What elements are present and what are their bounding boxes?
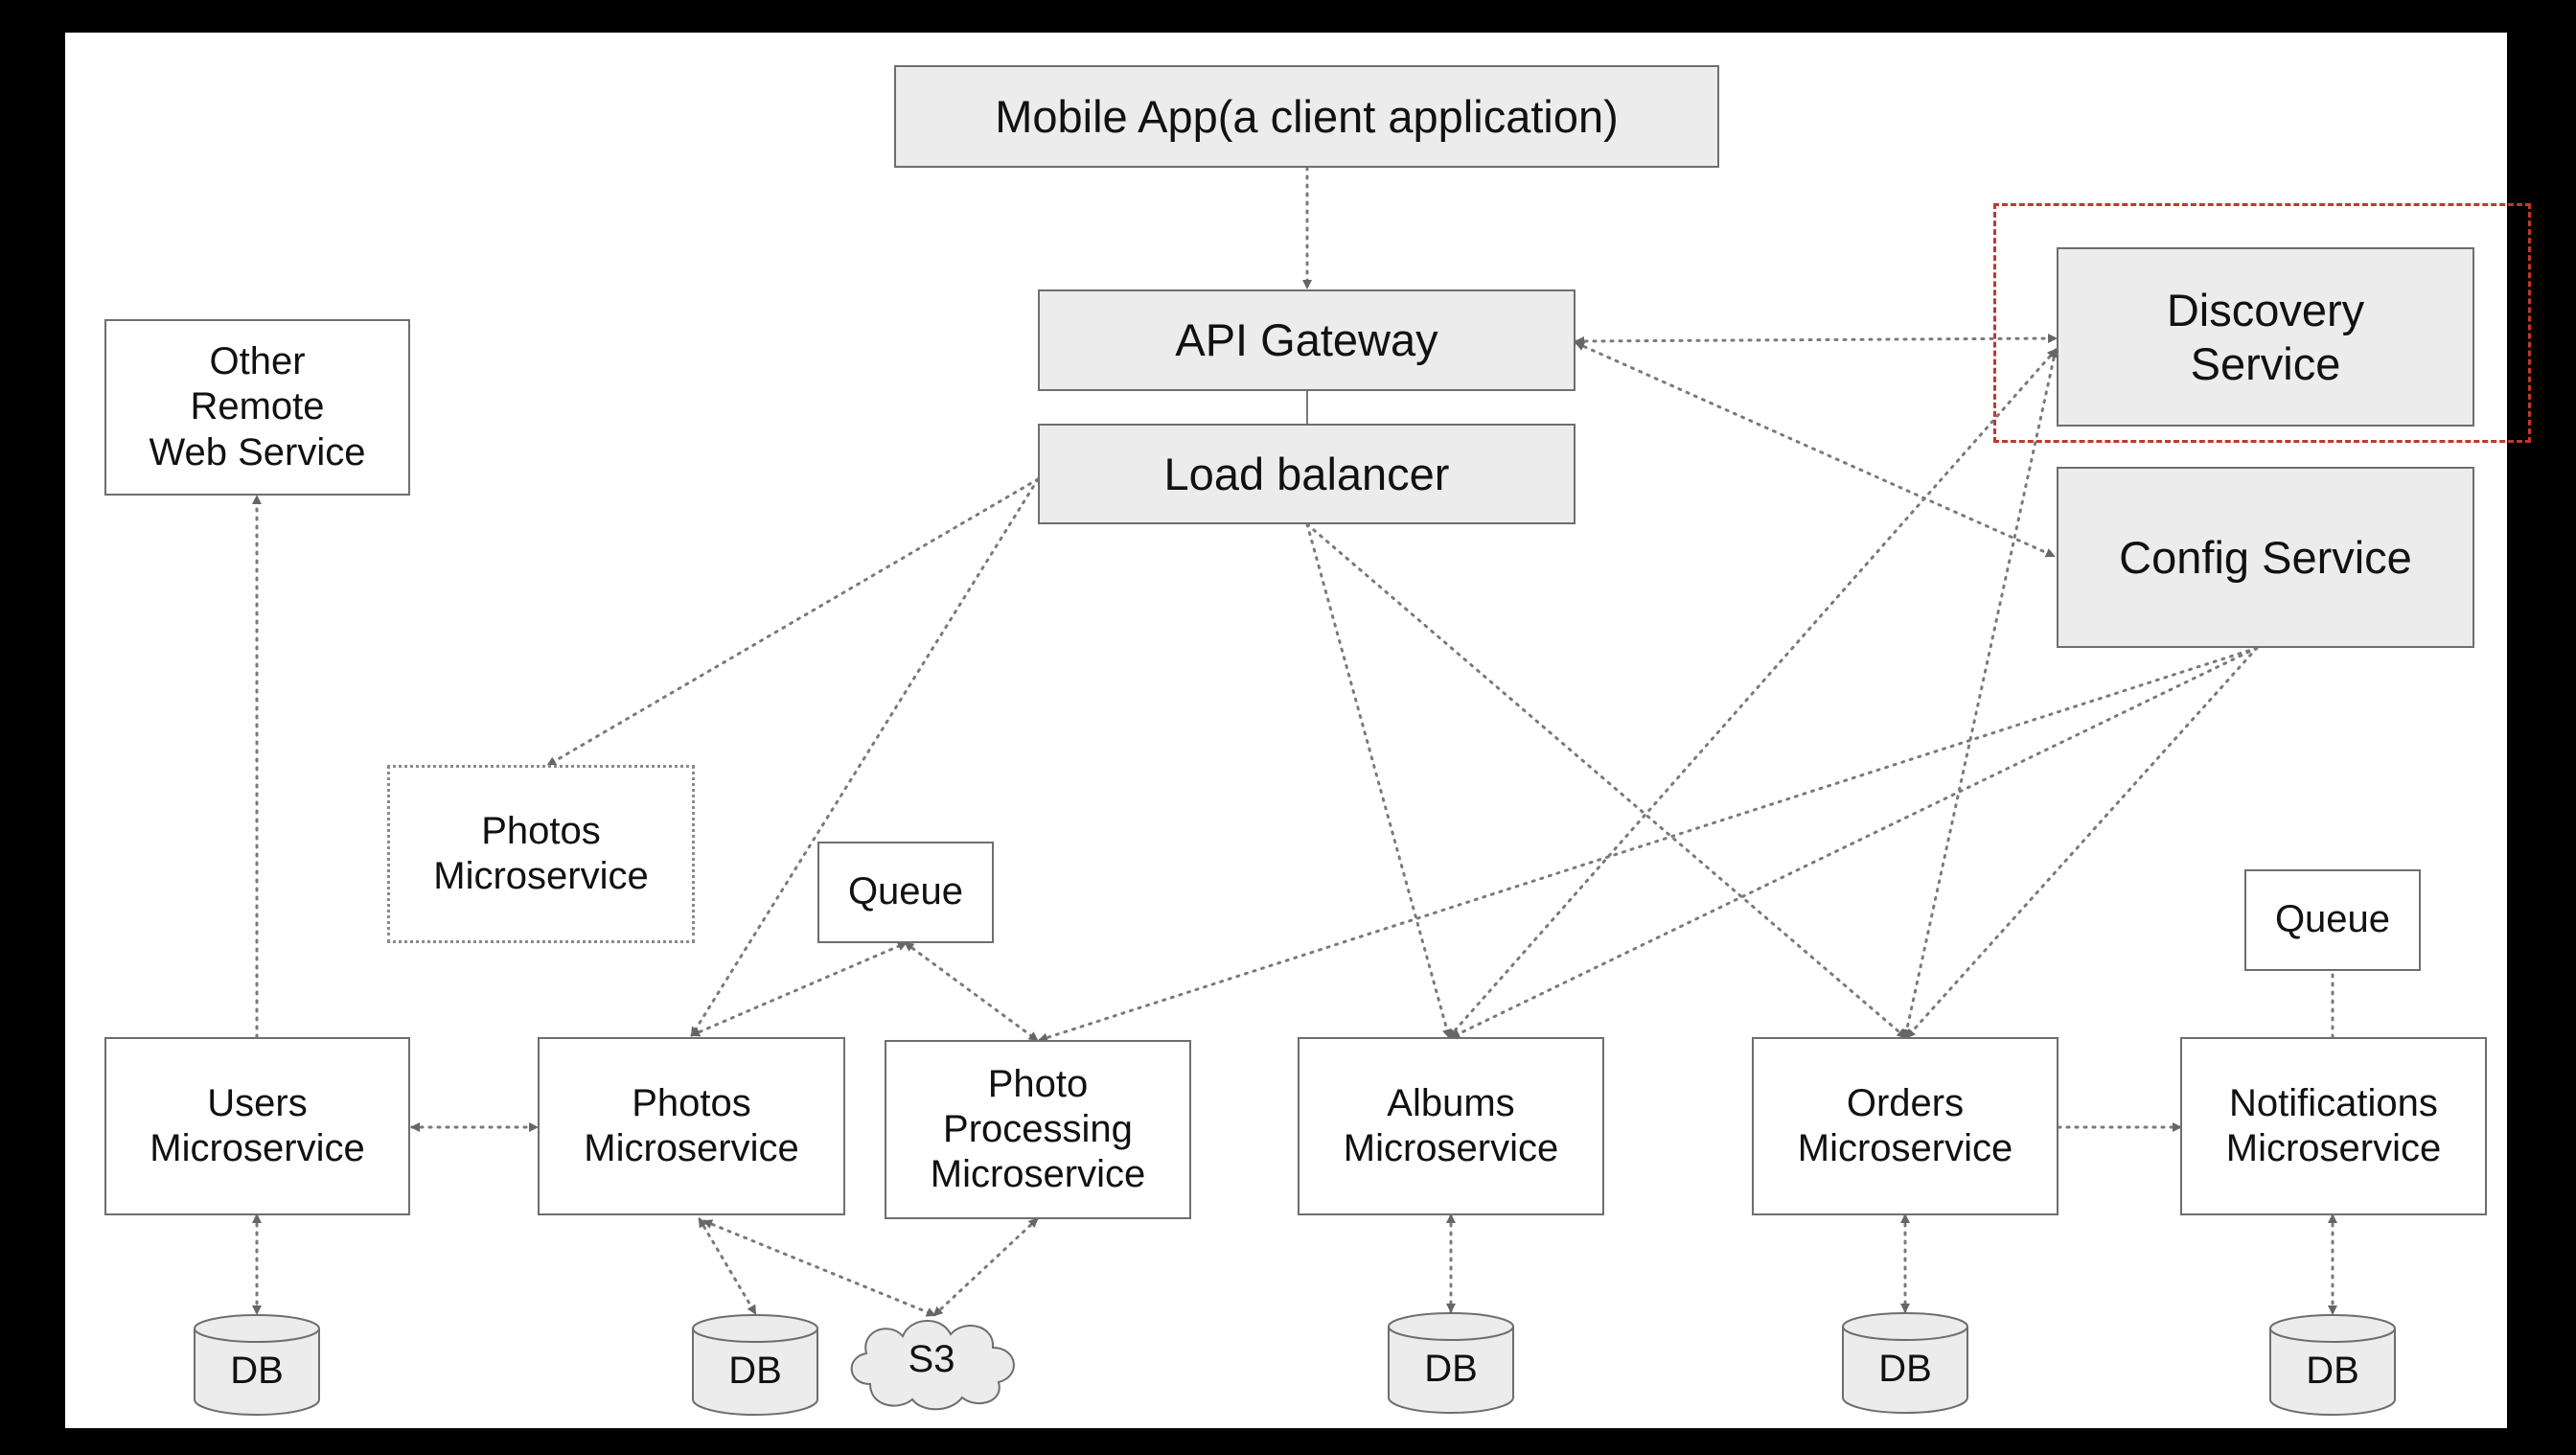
photos-db: DB <box>691 1313 819 1417</box>
photos-db-label: DB <box>728 1350 782 1392</box>
queue-right-box: Queue <box>2244 869 2421 971</box>
albums-microservice-box: Albums Microservice <box>1298 1037 1604 1215</box>
albums-db-label: DB <box>1424 1348 1478 1390</box>
mobile-app-label: Mobile App(a client application) <box>995 90 1619 142</box>
photos-microservice-label: Photos Microservice <box>584 1081 799 1169</box>
database-cylinder-icon <box>2269 1314 2396 1416</box>
discovery-service-label: Discovery Service <box>2166 285 2365 389</box>
albums-microservice-label: Albums Microservice <box>1343 1081 1559 1169</box>
cloud-icon <box>850 1320 1015 1411</box>
orders-microservice-box: Orders Microservice <box>1752 1037 2058 1215</box>
queue-right-label: Queue <box>2274 898 2391 941</box>
s3-label: S3 <box>908 1338 955 1380</box>
api-gateway-box: API Gateway <box>1038 289 1576 391</box>
database-cylinder-icon <box>1388 1312 1514 1414</box>
config-service-label: Config Service <box>2119 531 2412 583</box>
photo-processing-microservice-box: Photo Processing Microservice <box>885 1040 1191 1219</box>
users-microservice-box: Users Microservice <box>104 1037 410 1215</box>
discovery-service-box: Discovery Service <box>2057 247 2474 427</box>
orders-microservice-label: Orders Microservice <box>1797 1081 2013 1169</box>
notifications-db: DB <box>2268 1313 2397 1417</box>
load-balancer-label: Load balancer <box>1163 448 1450 499</box>
photos-microservice-dotted-label: Photos Microservice <box>433 809 649 897</box>
photo-processing-microservice-label: Photo Processing Microservice <box>930 1062 1146 1196</box>
discovery-highlight-frame <box>1993 203 2531 443</box>
other-remote-web-service-box: Other Remote Web Service <box>104 319 410 496</box>
database-cylinder-icon <box>1842 1312 1968 1414</box>
notifications-microservice-box: Notifications Microservice <box>2180 1037 2487 1215</box>
queue-left-box: Queue <box>817 842 994 943</box>
mobile-app-box: Mobile App(a client application) <box>894 65 1719 168</box>
photos-microservice-box: Photos Microservice <box>538 1037 845 1215</box>
users-microservice-label: Users Microservice <box>150 1081 365 1169</box>
users-db: DB <box>193 1313 321 1417</box>
config-service-box: Config Service <box>2057 467 2474 648</box>
s3-storage: S3 <box>841 1309 1022 1415</box>
notifications-microservice-label: Notifications Microservice <box>2225 1081 2442 1169</box>
database-cylinder-icon <box>194 1314 320 1416</box>
api-gateway-label: API Gateway <box>1175 314 1438 366</box>
load-balancer-box: Load balancer <box>1038 424 1576 524</box>
notifications-db-label: DB <box>2306 1350 2359 1392</box>
orders-db-label: DB <box>1878 1348 1932 1390</box>
users-db-label: DB <box>230 1350 284 1392</box>
database-cylinder-icon <box>692 1314 818 1416</box>
albums-db: DB <box>1387 1311 1515 1415</box>
orders-db: DB <box>1841 1311 1969 1415</box>
queue-left-label: Queue <box>847 870 964 913</box>
other-remote-web-service-label: Other Remote Web Service <box>149 340 366 473</box>
photos-microservice-dotted-box: Photos Microservice <box>387 765 695 943</box>
